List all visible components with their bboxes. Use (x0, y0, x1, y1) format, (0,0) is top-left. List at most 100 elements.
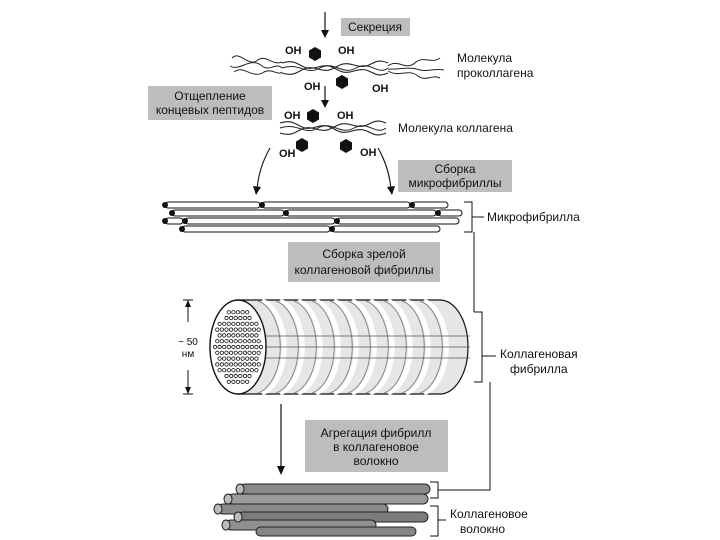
fibril-dot (226, 368, 231, 373)
fibril-dot (215, 350, 220, 355)
fibril-dot (226, 344, 231, 350)
fibril-dot (235, 356, 241, 361)
fibril-dot (247, 350, 252, 355)
fibril-dot (222, 356, 227, 361)
fibril-dot (254, 356, 259, 361)
fibril-dot (224, 350, 229, 355)
fibril-dot (235, 333, 241, 338)
fibril-dot (254, 321, 259, 326)
fibril-dot (217, 368, 222, 373)
hexagon-icon (309, 47, 321, 61)
fibril-dot (247, 339, 252, 344)
fibril-dot (231, 333, 236, 338)
fiber-connector (438, 382, 491, 491)
fibril-dot (240, 321, 245, 326)
fibril-dot (224, 362, 229, 367)
fibril-dot (254, 344, 259, 350)
secretion-arrow-head (321, 30, 329, 38)
collagen-molecule-label: Молекула коллагена (398, 121, 513, 135)
fibril-dot (231, 344, 236, 350)
fibril-dot (242, 315, 247, 321)
fibril-dot (215, 339, 220, 344)
microfibril-label: Микрофибрилла (487, 210, 580, 224)
step-label-aggregation: волокно (353, 454, 398, 468)
fibril-dot (212, 344, 218, 350)
fibril-dot (240, 333, 245, 338)
fibril-dot (217, 344, 222, 350)
fibril-dot (231, 321, 236, 326)
fibril-dot (229, 362, 234, 367)
step-label-cleavage: концевых пептидов (156, 103, 264, 117)
fibril-dot (224, 339, 229, 344)
microfibril (164, 201, 463, 233)
step-label-secretion: Секреция (348, 20, 402, 34)
step-label-aggregation: в коллагеновое (333, 440, 419, 454)
step-box-mature-fibril (288, 242, 440, 282)
fibril-dot (254, 333, 259, 338)
oh-label: OH (304, 81, 321, 93)
fibril-dot (226, 356, 231, 361)
fibril-dot (224, 315, 229, 321)
fibril-dot (238, 327, 243, 332)
aggregation-arrow-head (277, 466, 285, 475)
fibril-dot (219, 327, 224, 332)
assembly-arrow-right-head (387, 186, 395, 195)
collagen-fiber (213, 483, 431, 537)
collagen-fiber-label: Коллагеновое (450, 507, 528, 521)
scale-arrow-down (185, 387, 191, 394)
fibril-dot (235, 321, 241, 326)
step-box-secretion (341, 18, 410, 36)
fibril-dot (226, 333, 231, 338)
fibril-dot (245, 344, 250, 350)
step-label-microfibril: микрофибриллы (408, 176, 501, 190)
fibril-dot (229, 350, 234, 355)
fibril-dot (224, 373, 229, 379)
fibril-dot (249, 321, 254, 326)
fibril-dot (229, 315, 234, 321)
fibril-dot (249, 344, 254, 350)
hexagon-icon (336, 75, 348, 89)
fibril-dot (222, 368, 227, 373)
procollagen-molecule (229, 55, 445, 79)
fibril-dot (233, 339, 238, 344)
fibril-dot (233, 315, 238, 321)
hexagon-icon (307, 109, 319, 123)
assembly-arrow-right (377, 147, 392, 191)
fibril-dot (233, 350, 238, 355)
fiber-bracket-top (430, 481, 439, 499)
fibril-dot (219, 362, 224, 367)
fibril-dot (249, 368, 254, 373)
oh-label: OH (372, 83, 389, 95)
fibril-dot (256, 339, 261, 344)
fibril-dot (245, 379, 250, 384)
step-label-microfibril: Сборка (434, 162, 475, 176)
collagen-fibril (209, 298, 470, 396)
fibril-dot (235, 368, 241, 373)
fibril-dot (231, 310, 236, 315)
fibril-dot (258, 344, 264, 350)
fibril-dot (231, 368, 236, 373)
fibril-dot (240, 344, 245, 350)
scale-unit: нм (182, 349, 195, 360)
fibril-bracket (474, 311, 483, 383)
fibril-dot (256, 362, 261, 367)
fibril-dot (238, 362, 243, 367)
fibril-dot (219, 350, 224, 355)
assembly-arrow-left-head (253, 186, 261, 195)
fibril-dot (217, 333, 222, 338)
fibril-dot (224, 327, 229, 332)
fiber-bracket (430, 505, 439, 537)
fibril-dot (247, 362, 252, 367)
fibril-dot (245, 356, 250, 361)
fibril-dot (238, 315, 243, 321)
hexagon-icon (340, 139, 352, 153)
fibril-dot (256, 327, 261, 332)
oh-label: OH (360, 147, 377, 159)
collagen-fibril-label: Коллагеновая (500, 347, 578, 361)
fibril-cross-section-dots (212, 310, 264, 384)
fibril-dot (252, 350, 257, 355)
step-label-mature-fibril: коллагеновой фибриллы (295, 263, 434, 277)
fibril-dot (235, 310, 241, 315)
fibril-dot (231, 356, 236, 361)
